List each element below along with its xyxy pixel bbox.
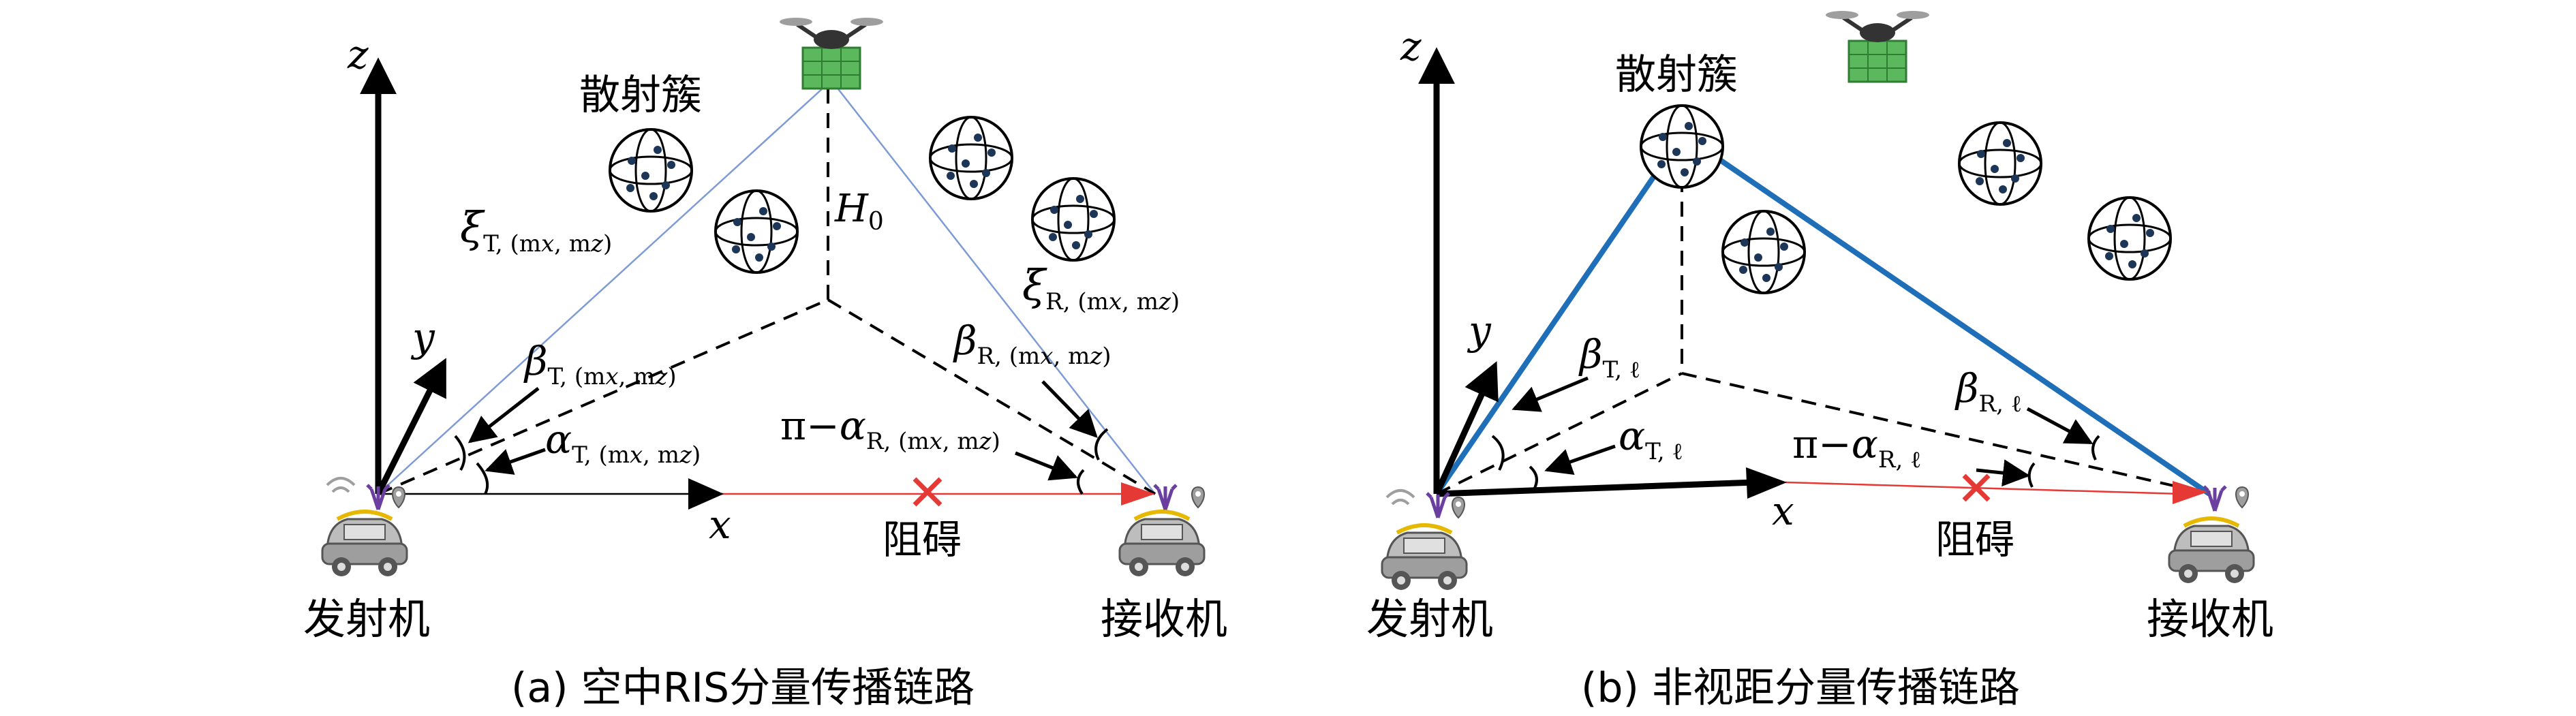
panel-a: z y x 散射簇 H0 ξT, (mx, mz) ξR, (mx, mz) β… <box>303 18 1227 712</box>
beta-t-pointer-arrow <box>1512 376 1589 412</box>
blockage-label: 阻碍 <box>883 516 962 563</box>
tx-label: 发射机 <box>1366 594 1493 644</box>
caption-a: (a) 空中RIS分量传播链路 <box>511 664 975 712</box>
alpha-r-label: π−αR, ℓ <box>1792 421 1921 473</box>
drone-ris-icon <box>1826 11 1929 82</box>
panel-b: z y x 散射簇 βT, ℓ αT, ℓ βR, ℓ π−αR, ℓ <box>1366 11 2273 712</box>
alpha-t-label: αT, ℓ <box>1619 413 1683 465</box>
rx-car-icon <box>1120 512 1204 576</box>
beta-r-pointer-arrow <box>2026 407 2094 445</box>
z-axis-label: z <box>1400 23 1422 69</box>
rx-car-icon <box>2169 518 2254 583</box>
tx-ris-link-line <box>378 80 832 495</box>
alpha-r-label: π−αR, (mx, mz) <box>780 403 1000 455</box>
beta-r-arc <box>2091 435 2100 461</box>
scatter-sphere-icon <box>1958 121 2042 206</box>
rx-antenna-icon <box>2204 486 2226 511</box>
beta-t-arc <box>454 435 466 471</box>
y-axis-label: y <box>1467 307 1492 354</box>
rx-label: 接收机 <box>1101 594 1227 644</box>
scatter-sphere-icon <box>609 128 693 213</box>
blockage-x-icon <box>913 477 942 507</box>
height-label: H0 <box>834 187 884 236</box>
x-axis-label: x <box>709 501 731 548</box>
beta-r-pointer-arrow <box>1041 380 1098 438</box>
scatter-sphere-icon <box>1721 210 1806 294</box>
tx-projection-dashed-line <box>1436 372 1683 495</box>
y-axis <box>375 358 446 496</box>
rx-location-pin-icon <box>1191 486 1205 508</box>
caption-b: (b) 非视距分量传播链路 <box>1581 664 2020 712</box>
xi-t-label: ξT, (mx, mz) <box>460 202 612 258</box>
x-axis-label: x <box>1772 488 1794 534</box>
tx-signal-icon <box>326 477 356 493</box>
beta-r-label: βR, ℓ <box>1954 365 2022 418</box>
rx-projection-dashed-line <box>1681 372 2210 495</box>
x-axis <box>1436 479 1755 497</box>
scatter-cluster-label: 散射簇 <box>1615 51 1738 99</box>
ris-rx-link-line <box>831 80 1156 495</box>
alpha-t-arc <box>476 462 489 495</box>
y-axis-label: y <box>410 314 435 360</box>
beta-t-label: βT, ℓ <box>1578 331 1640 384</box>
rx-location-pin-icon <box>2235 486 2249 508</box>
scatter-sphere-icon <box>2087 196 2172 281</box>
scatter-rx-link-line <box>1698 144 2211 497</box>
tx-label: 发射机 <box>303 594 430 644</box>
rx-label: 接收机 <box>2147 594 2273 644</box>
tx-projection-dashed-line <box>378 298 829 495</box>
alpha-t-pointer-arrow <box>485 448 546 475</box>
scatter-sphere-icon <box>929 116 1013 200</box>
rx-projection-dashed-line <box>827 298 1156 495</box>
tx-location-pin-icon <box>392 486 405 508</box>
beta-t-pointer-arrow <box>467 387 540 443</box>
scatter-cluster-label: 散射簇 <box>579 72 702 119</box>
scatter-sphere-icon <box>1640 104 1724 189</box>
tx-location-pin-icon <box>1452 497 1465 518</box>
beta-t-arc <box>1491 435 1505 471</box>
scatter-sphere-icon <box>1031 177 1116 262</box>
alpha-t-arc <box>1529 465 1538 492</box>
alpha-r-arc <box>2027 462 2036 488</box>
alpha-t-label: αT, (mx, mz) <box>545 416 701 469</box>
alpha-t-pointer-arrow <box>1544 444 1616 475</box>
alpha-r-pointer-arrow <box>1976 459 2030 487</box>
x-axis-arrowhead <box>1746 467 1787 499</box>
y-axis <box>1433 361 1499 495</box>
blockage-label: 阻碍 <box>1935 516 2014 563</box>
drone-ris-icon <box>780 18 883 89</box>
tx-signal-icon <box>1385 489 1415 505</box>
rx-incoming-arrowhead <box>2173 481 2208 504</box>
beta-t-label: βT, (mx, mz) <box>523 338 677 390</box>
alpha-r-arc <box>1077 469 1085 495</box>
blocked-los-line <box>1785 481 2181 495</box>
x-axis-arrowhead <box>688 478 724 510</box>
z-axis-label: z <box>347 31 369 78</box>
tx-antenna-icon <box>367 485 389 510</box>
tx-car-icon <box>1382 525 1467 590</box>
xi-r-label: ξR, (mx, mz) <box>1022 260 1180 315</box>
beta-r-label: βR, (mx, mz) <box>953 317 1111 370</box>
tx-car-icon <box>322 512 407 576</box>
rx-antenna-icon <box>1154 485 1176 510</box>
beta-r-arc <box>1094 428 1109 461</box>
tx-scatter-link-line <box>1434 146 1676 496</box>
tx-antenna-icon <box>1427 493 1449 518</box>
alpha-r-pointer-arrow <box>1015 451 1078 481</box>
rx-incoming-arrowhead <box>1121 482 1155 505</box>
blockage-x-icon <box>1962 473 1991 502</box>
scatter-sphere-icon <box>714 189 799 274</box>
